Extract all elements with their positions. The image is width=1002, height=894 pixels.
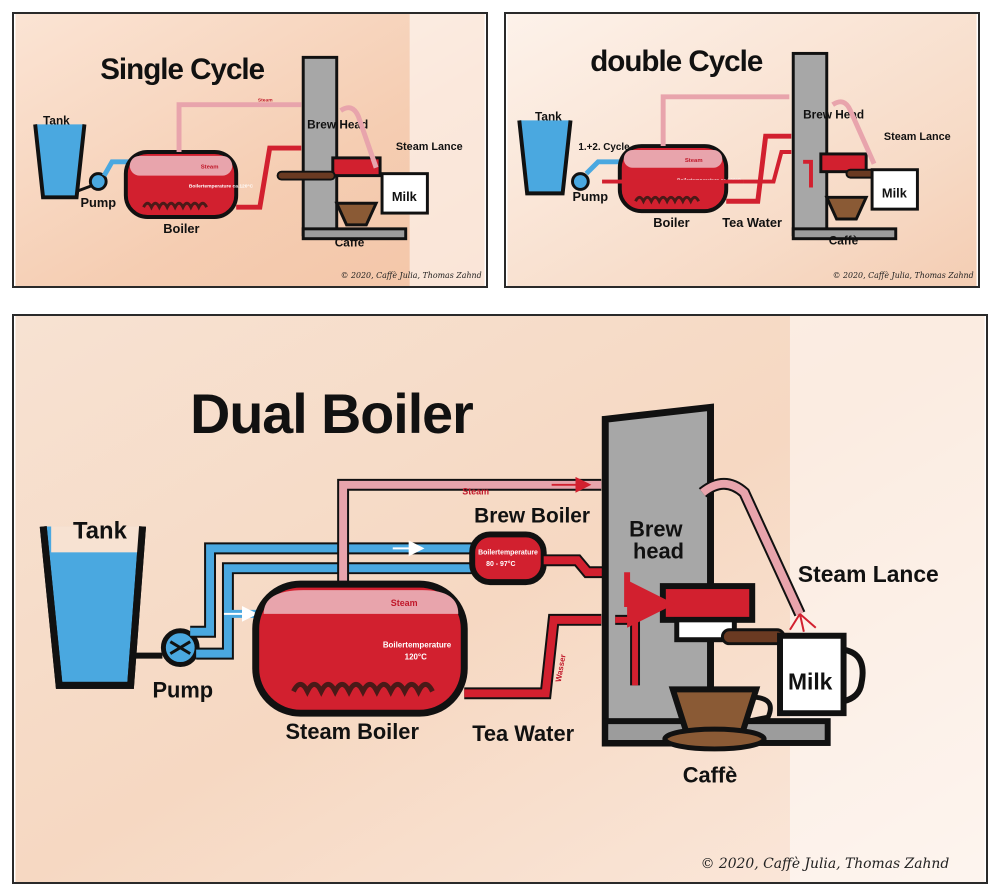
tank-label: Tank — [535, 109, 562, 123]
water-tank — [517, 120, 573, 196]
double-cycle-diagram: double Cycle Tank Pump 1.+2. Cycle Steam… — [507, 14, 977, 286]
brew-boiler-temp-label-2: 80 - 97°C — [486, 560, 515, 568]
coffee-cup — [668, 686, 761, 737]
brew-water-pipe — [726, 133, 792, 204]
single-cycle-panel: Single Cycle Tank Pump Steam Boilertempe… — [12, 12, 488, 288]
machine-body — [301, 55, 339, 237]
steam-boiler — [252, 580, 468, 717]
brew-boiler-temp-label-1: Boilertemperature — [478, 549, 538, 556]
steam-lance-label: Steam Lance — [396, 141, 463, 153]
saucer — [662, 726, 767, 752]
dual-boiler-diagram: Dual Boiler Tank Pump Steam Steam Boiler… — [15, 316, 985, 882]
pump-icon — [88, 172, 108, 191]
heating-coil — [291, 681, 435, 697]
group-head — [659, 583, 756, 623]
tea-water-label: Tea Water — [472, 721, 574, 746]
double-cycle-panel: double Cycle Tank Pump 1.+2. Cycle Steam… — [504, 12, 980, 288]
credit: © 2020, Caffè Julia, Thomas Zahnd — [833, 271, 974, 280]
brew-head-label-2: head — [633, 538, 684, 563]
dual-boiler-panel: Dual Boiler Tank Pump Steam Steam Boiler… — [12, 314, 988, 884]
caffe-label: Caffè — [683, 763, 738, 788]
boiler-temp-label: Boilertemperature ca.120°C — [189, 183, 254, 189]
portafilter-handle — [720, 628, 786, 646]
coffee-cup — [334, 201, 379, 227]
steam-pipe — [660, 94, 790, 147]
pump-icon — [571, 172, 590, 191]
steam-lance — [339, 105, 379, 169]
milk-label: Milk — [392, 189, 418, 204]
panel-title: Dual Boiler — [190, 383, 473, 445]
steam-lance — [831, 99, 877, 165]
panel-title: double Cycle — [590, 45, 763, 78]
heating-coil — [142, 201, 208, 211]
brew-head-label-1: Brew — [629, 516, 683, 541]
steam-boiler-temp-label-1: Boilertemperature — [383, 641, 452, 650]
tea-water-pipe — [743, 150, 792, 184]
brew-head-label: Brew Head — [307, 117, 368, 131]
portafilter — [331, 156, 382, 178]
single-cycle-diagram: Single Cycle Tank Pump Steam Boilertempe… — [15, 14, 485, 286]
steam-pipe-label: Steam — [258, 98, 273, 104]
caffe-label: Caffè — [335, 236, 365, 250]
brew-boiler — [469, 531, 547, 586]
tank-label: Tank — [43, 113, 70, 127]
pump-label: Pump — [572, 189, 608, 204]
milk-label: Milk — [788, 668, 833, 694]
cycle-label: 1.+2. Cycle — [578, 142, 630, 153]
milk-jug — [777, 632, 847, 717]
milk-label: Milk — [882, 185, 908, 200]
heating-coil — [634, 195, 700, 205]
steam-boiler-temp-label-2: 120°C — [405, 653, 427, 662]
caffe-label: Caffè — [829, 234, 859, 248]
boiler-steam-label: Steam — [201, 165, 219, 171]
credit: © 2020, Caffè Julia, Thomas Zahnd — [341, 271, 482, 280]
boiler-steam-label: Steam — [685, 158, 703, 164]
coffee-cup — [824, 195, 869, 221]
milk-jug — [380, 172, 429, 215]
boiler-label: Boiler — [163, 221, 199, 236]
tank-label: Tank — [73, 517, 128, 544]
steam-pipe — [176, 102, 302, 152]
water-tank — [33, 124, 87, 200]
steam-boiler-label: Steam Boiler — [286, 719, 420, 744]
steam-lance-label: Steam Lance — [798, 561, 939, 587]
panel-title: Single Cycle — [100, 53, 264, 86]
pump-label: Pump — [80, 195, 116, 210]
credit: © 2020, Caffè Julia, Thomas Zahnd — [701, 856, 950, 872]
portafilter — [819, 152, 868, 174]
steam-boiler-steam-label: Steam — [391, 598, 418, 608]
brew-water-pipe — [236, 145, 302, 210]
boiler-label: Boiler — [653, 215, 689, 230]
milk-jug — [870, 168, 919, 211]
brew-boiler-label: Brew Boiler — [474, 505, 590, 528]
pump-label: Pump — [152, 677, 213, 702]
tea-water-label: Tea Water — [722, 215, 782, 230]
steam-pipe-label: Steam — [462, 487, 489, 497]
steam-lance-label: Steam Lance — [884, 131, 951, 143]
tea-water-spout — [803, 159, 813, 188]
machine-body — [791, 51, 829, 237]
